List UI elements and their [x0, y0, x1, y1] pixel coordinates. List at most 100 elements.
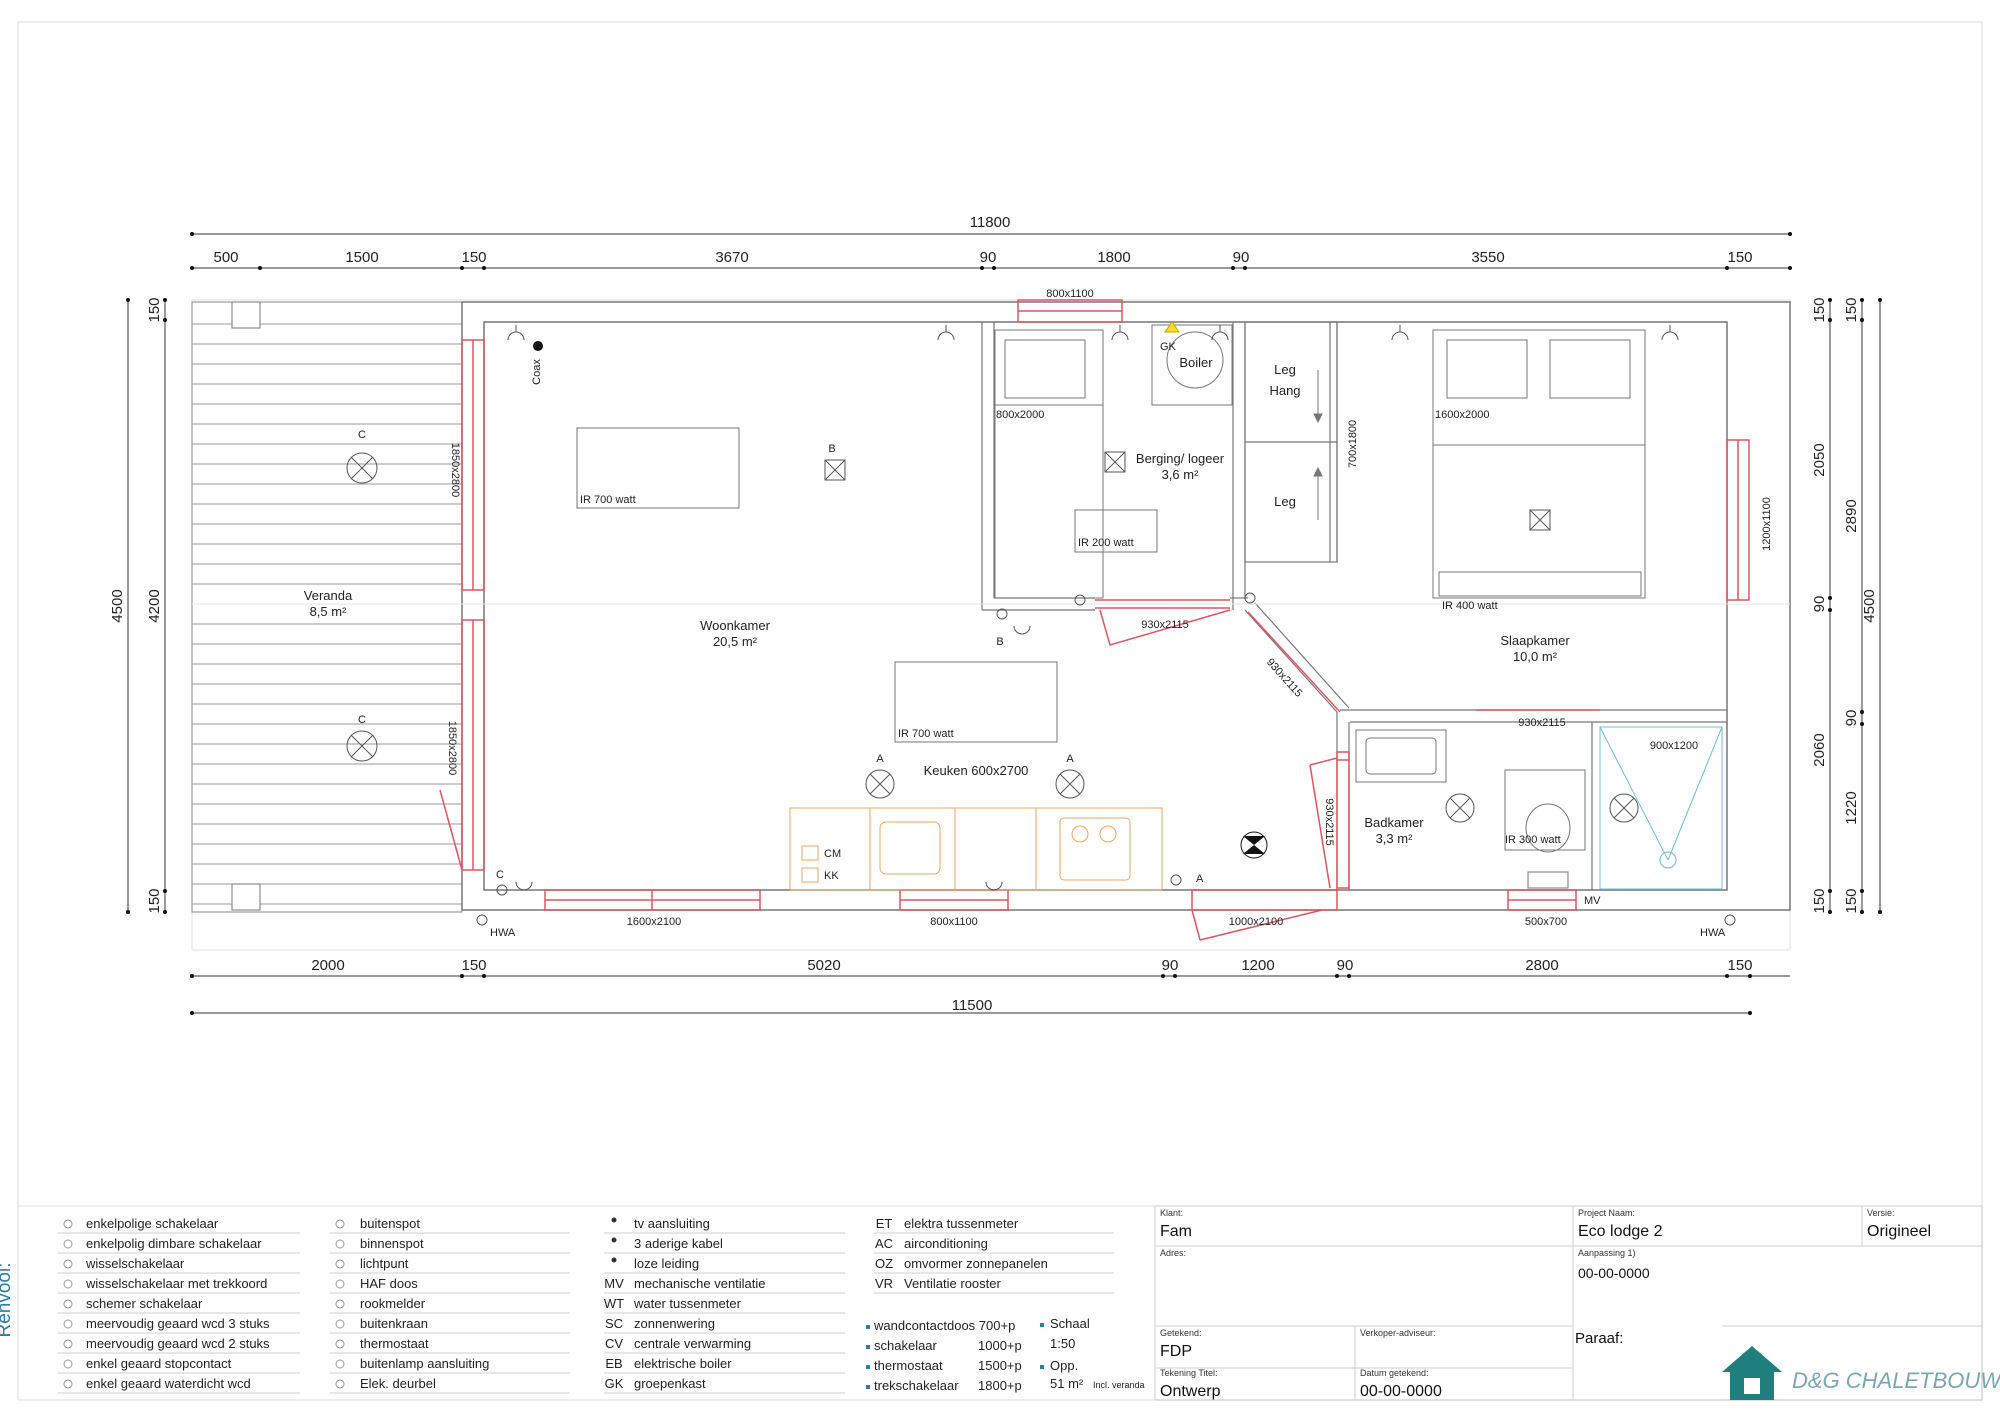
legend-symbol-icon: [63, 1259, 73, 1269]
tb-getekend-label: Getekend:: [1160, 1328, 1202, 1338]
legend-item: enkelpolige schakelaar: [86, 1216, 219, 1231]
tb-aanpassing: 00-00-0000: [1578, 1265, 1650, 1281]
legend-symbol-icon: [611, 1257, 617, 1263]
legend-symbol-icon: [63, 1219, 73, 1229]
dim-right-b-3: 1220: [1843, 791, 1860, 824]
legend-symbol-icon: [335, 1259, 345, 1269]
binnenspot-icon: [1445, 793, 1475, 823]
tb-aanpassing-label: Aanpassing 1): [1578, 1248, 1636, 1258]
tb-klant: Fam: [1160, 1223, 1192, 1240]
dim-left-outer: 4500: [109, 589, 126, 622]
legend-item: meervoudig geaard wcd 2 stuks: [86, 1336, 270, 1351]
tb-klant-label: Klant:: [1160, 1208, 1183, 1218]
label-mv: MV: [1584, 895, 1601, 907]
tb-titel-label: Tekening Titel:: [1160, 1368, 1218, 1378]
label-ir-slaap: IR 400 watt: [1442, 600, 1498, 612]
legend-symbol-icon: [63, 1239, 73, 1249]
legend-code: CV: [605, 1336, 623, 1351]
label-ir-bad: IR 300 watt: [1505, 834, 1561, 846]
mark-c-3: C: [496, 869, 504, 881]
dim-right-b-0: 150: [1843, 297, 1860, 322]
label-kk: KK: [824, 870, 839, 882]
switch-icon: [996, 608, 1008, 620]
wcd-icon: [1013, 625, 1031, 635]
mark-b-2: B: [996, 636, 1003, 648]
mark-c-1: C: [358, 429, 366, 441]
room-woonkamer-area: 20,5 m²: [713, 634, 758, 649]
dim-left-bottom: 150: [146, 888, 163, 913]
binnenspot-icon: [865, 769, 895, 799]
dim-top-0: 500: [213, 249, 238, 266]
label-door-bad-top: 930x2115: [1518, 717, 1566, 729]
tb-datum-label: Datum getekend:: [1360, 1368, 1429, 1378]
legend-symbol-icon: [63, 1379, 73, 1389]
tb-versie: Origineel: [1867, 1223, 1931, 1240]
wcd-icon: [507, 325, 525, 341]
legend-code: EB: [605, 1356, 622, 1371]
legend-item: centrale verwarming: [634, 1336, 751, 1351]
legend-code: OZ: [875, 1256, 893, 1271]
veranda-post-bottom: [231, 883, 261, 911]
dim-left-top: 150: [146, 297, 163, 322]
hwa-icon: [476, 914, 488, 926]
dim-right-a-0: 150: [1811, 297, 1828, 322]
dim-right-a-4: 150: [1811, 888, 1828, 913]
label-win-side-1: 1850x2800: [449, 443, 461, 497]
lichtpunt-icon: [1104, 451, 1126, 473]
label-bed-double: 1600x2000: [1435, 409, 1489, 421]
tb-datum: 00-00-0000: [1360, 1383, 1442, 1400]
label-ir-woon-1: IR 700 watt: [580, 494, 636, 506]
dim-bot-total: 11500: [952, 997, 993, 1014]
height-1-value: 1000+p: [978, 1338, 1022, 1353]
label-win-side-2: 1850x2800: [446, 721, 458, 775]
legend-item: thermostaat: [360, 1336, 429, 1351]
legend-item: elektra tussenmeter: [904, 1216, 1019, 1231]
wcd-icon: [1391, 325, 1409, 341]
label-hwa-left: HWA: [490, 927, 516, 939]
legend-item: airconditioning: [904, 1236, 988, 1251]
groepenkast-icon: [1164, 321, 1180, 333]
wcd-icon: [515, 881, 533, 891]
legend-item: groepenkast: [634, 1376, 706, 1391]
legend-item: meervoudig geaard wcd 3 stuks: [86, 1316, 270, 1331]
ir-heater-slaap: [1438, 571, 1642, 597]
windows: [439, 299, 1750, 941]
tb-versie-label: Versie:: [1867, 1208, 1895, 1218]
dim-right-a-1: 2050: [1811, 443, 1828, 476]
dim-bot-1: 150: [461, 957, 486, 974]
legend-symbol-icon: [335, 1359, 345, 1369]
legend-code: MV: [604, 1276, 624, 1291]
label-door-front: 1000x2100: [1229, 916, 1283, 928]
bed-double: [1432, 329, 1646, 599]
veranda-deck: [191, 301, 463, 913]
legend-symbol-icon: [335, 1279, 345, 1289]
legend-symbol-icon: [63, 1359, 73, 1369]
schaal-label: Schaal: [1050, 1316, 1090, 1331]
dim-top-1: 1500: [345, 249, 378, 266]
room-keuken: Keuken 600x2700: [924, 763, 1029, 778]
label-shower: 900x1200: [1650, 740, 1698, 752]
tb-project: Eco lodge 2: [1578, 1223, 1663, 1240]
buitenspot-icon: [346, 452, 378, 484]
dimension-ticks: [126, 232, 1882, 1015]
cooktop: [1059, 817, 1131, 881]
rookmelder-icon: [1240, 831, 1268, 859]
label-leg-1: Leg: [1274, 362, 1296, 377]
dim-bot-7: 150: [1727, 957, 1752, 974]
label-win-top: 800x1100: [1046, 288, 1094, 300]
legend-item: loze leiding: [634, 1256, 699, 1271]
legend-title: Renvooi:: [0, 1263, 15, 1338]
dim-right-a-3: 2060: [1811, 733, 1828, 766]
wcd-icon: [985, 881, 1003, 891]
room-veranda-area: 8,5 m²: [310, 604, 348, 619]
dim-right-b-1: 2890: [1843, 499, 1860, 532]
hwa-icon: [1724, 914, 1736, 926]
legend-item: enkelpolig dimbare schakelaar: [86, 1236, 262, 1251]
mark-c-2: C: [358, 714, 366, 726]
house-icon: [1722, 1346, 1782, 1400]
legend-item: tv aansluiting: [634, 1216, 710, 1231]
wcd-icon: [1111, 325, 1129, 341]
dim-top-total: 11800: [970, 214, 1011, 231]
legend-symbol-icon: [335, 1239, 345, 1249]
